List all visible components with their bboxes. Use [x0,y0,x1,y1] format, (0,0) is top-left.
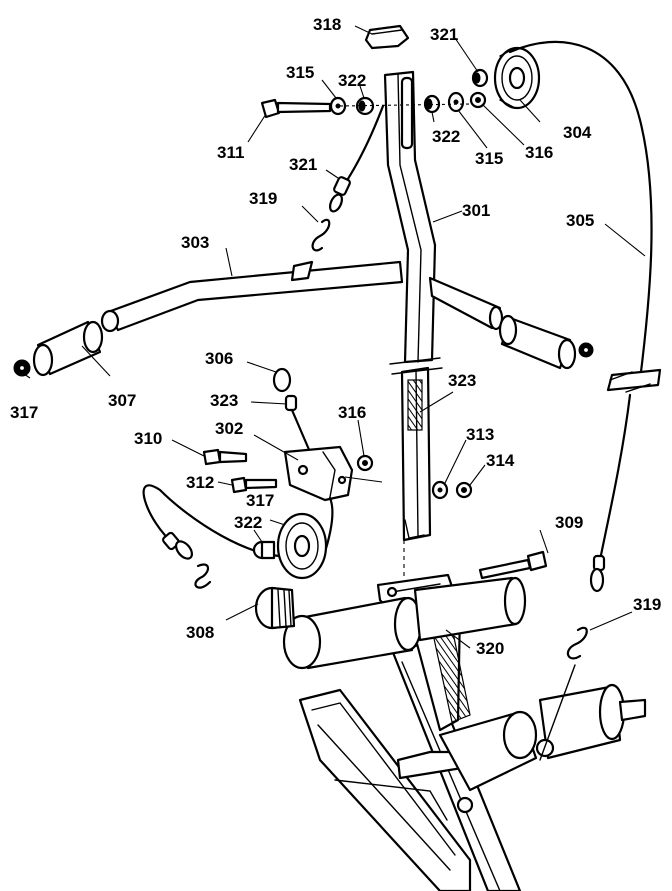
crossbar-303 [100,260,504,333]
label-307: 307 [108,391,136,410]
s-hook-319-top [311,218,331,252]
label-322-right: 322 [432,127,460,146]
label-301: 301 [462,201,490,220]
label-308: 308 [186,623,214,642]
cable-321-short [328,104,385,213]
foam-roller-right [498,314,577,370]
washer-313 [431,480,449,500]
bolt-310 [202,448,248,466]
upright-post-301 [383,70,443,542]
label-305: 305 [566,211,594,230]
pulley-304 [493,46,541,110]
label-316-mid: 316 [338,403,366,422]
end-cap-318 [364,24,410,50]
label-321-mid: 321 [289,155,317,174]
foam-roller-307 [32,320,104,377]
label-314: 314 [486,451,515,470]
cap-nut-right [578,342,594,358]
label-306: 306 [205,349,233,368]
nut-314 [455,481,473,499]
label-319-right: 319 [633,595,661,614]
label-304: 304 [563,123,592,142]
label-309: 309 [555,513,583,532]
bushing-321-top [471,68,489,88]
label-316-top: 316 [525,143,553,162]
leader-lines [23,25,646,649]
bracket-axis-line [344,476,383,483]
roller-pad-assembly [282,576,527,670]
label-321-top: 321 [430,25,458,44]
label-312: 312 [186,473,214,492]
label-317-mid: 317 [246,491,274,510]
label-315-right: 315 [475,149,503,168]
label-302: 302 [215,419,243,438]
nut-316-mid [356,454,374,472]
foot-pad-assembly [396,683,647,814]
label-320: 320 [476,639,504,658]
label-319-top: 319 [249,189,277,208]
pulley-bracket-302 [283,445,354,502]
pulley-lower [276,512,328,580]
bolt-309 [478,550,548,580]
cap-nut-317-left [13,359,31,377]
label-318: 318 [313,15,341,34]
hook-link-line [539,664,576,761]
label-323-right: 323 [448,371,476,390]
label-313: 313 [466,425,494,444]
knob-308 [254,586,296,630]
bushing-322-lower [252,540,276,560]
bolt-312 [230,476,278,494]
label-310: 310 [134,429,162,448]
cable-305 [508,40,662,593]
pulley-axis-line [339,103,471,107]
label-322-left: 322 [338,71,366,90]
label-322-lower: 322 [234,513,262,532]
s-hook-lower [194,563,212,589]
label-323-left: 323 [210,391,238,410]
label-303: 303 [181,233,209,252]
bushing-322-right [423,94,441,114]
cable-306 [272,367,312,454]
label-315-left: 315 [286,63,314,82]
label-317-left: 317 [10,403,38,422]
label-311: 311 [217,143,244,162]
washer-315-right [447,91,465,113]
part-labels: 318 321 315 322 311 322 304 316 315 321 … [10,15,661,658]
s-hook-319-right [566,626,588,660]
bolt-311 [260,98,332,119]
nut-316-top [469,91,487,109]
